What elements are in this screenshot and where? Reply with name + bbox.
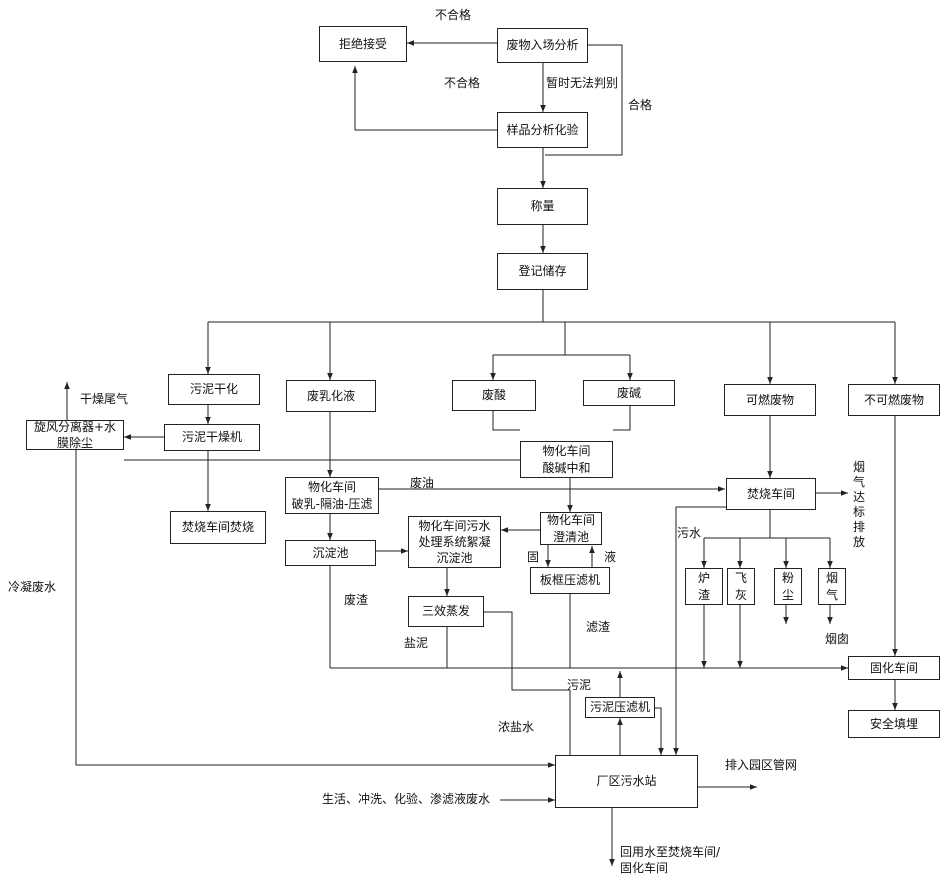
domestic-wastewater-label: 生活、冲洗、化验、渗滤液废水 <box>322 792 491 806</box>
cyclone-separator-box: 旋风分离器+水 膜除尘 <box>26 420 124 450</box>
register-storage-box: 登记储存 <box>497 253 588 290</box>
filter-residue-label: 滤渣 <box>586 620 611 634</box>
waste-emulsion-box: 废乳化液 <box>286 380 376 412</box>
waste-analysis-box: 废物入场分析 <box>497 28 588 63</box>
fly-ash-box: 飞 灰 <box>727 568 755 605</box>
chimney-label: 烟囱 <box>825 632 850 646</box>
dry-tail-gas-label: 干燥尾气 <box>80 392 129 406</box>
waste-alkali-box: 废碱 <box>583 380 675 406</box>
condensate-label: 冷凝废水 <box>8 580 57 594</box>
plate-filter-press-box: 板框压滤机 <box>530 567 610 594</box>
waste-acid-box: 废酸 <box>452 380 536 411</box>
incineration-burn-box: 焚烧车间焚烧 <box>170 511 266 544</box>
brine-label: 浓盐水 <box>498 720 535 734</box>
sludge-label: 污泥 <box>567 678 592 692</box>
reuse-water-label: 回用水至焚烧车间/ 固化车间 <box>620 845 721 875</box>
safe-landfill-box: 安全填埋 <box>848 710 940 738</box>
sludge-drying-box: 污泥干化 <box>168 374 260 405</box>
weighing-box: 称量 <box>497 188 588 225</box>
waste-residue-label: 废渣 <box>344 593 369 607</box>
wastewater-station-box: 厂区污水站 <box>555 755 698 808</box>
combustible-waste-box: 可燃废物 <box>724 384 816 416</box>
reject-box: 拒绝接受 <box>319 26 407 62</box>
noncombustible-waste-box: 不可燃废物 <box>848 384 940 416</box>
acid-base-neutralization-box: 物化车间 酸碱中和 <box>520 441 613 478</box>
slag-box: 炉 渣 <box>685 568 723 605</box>
sample-analysis-box: 样品分析化验 <box>497 112 588 148</box>
liquid-label: 液 <box>604 550 617 564</box>
discharge-label: 排入园区管网 <box>725 758 798 772</box>
flue-emission-label: 烟气达标排放 <box>852 460 865 549</box>
solid-label: 固 <box>527 550 540 564</box>
unqualified-label-mid: 不合格 <box>444 76 481 90</box>
salt-mud-label: 盐泥 <box>404 636 429 650</box>
dust-box: 粉 尘 <box>774 568 802 605</box>
clarification-tank-box: 物化车间 澄清池 <box>540 512 602 545</box>
triple-evaporation-box: 三效蒸发 <box>408 596 484 627</box>
unqualified-label-top: 不合格 <box>435 8 472 22</box>
solidification-workshop-box: 固化车间 <box>848 656 940 680</box>
sewage-water-label: 污水 <box>677 526 702 540</box>
sludge-filter-press-box: 污泥压滤机 <box>585 697 655 718</box>
incineration-workshop-box: 焚烧车间 <box>726 478 816 510</box>
waste-oil-label: 废油 <box>410 476 435 490</box>
qualified-label: 合格 <box>628 98 653 112</box>
flue-gas-box: 烟 气 <box>818 568 846 605</box>
demulsification-box: 物化车间 破乳-隔油-压滤 <box>285 477 379 514</box>
sewage-treatment-box: 物化车间污水 处理系统絮凝 沉淀池 <box>408 516 501 568</box>
sludge-dryer-box: 污泥干燥机 <box>164 424 260 451</box>
sedimentation-tank-box: 沉淀池 <box>285 540 376 566</box>
temp-unknown-label: 暂时无法判别 <box>546 76 619 90</box>
